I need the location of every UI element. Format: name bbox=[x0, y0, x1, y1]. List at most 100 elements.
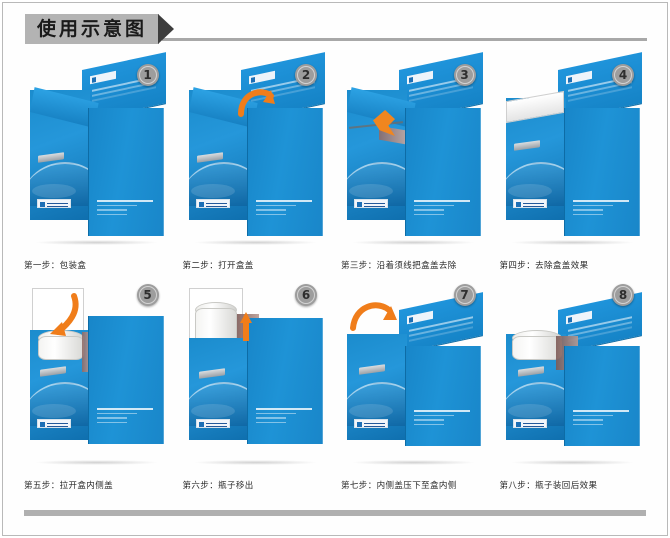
wave-highlight bbox=[190, 184, 235, 198]
wave-highlight bbox=[32, 184, 76, 198]
step-3-illustration: 3 bbox=[335, 52, 494, 246]
brand-logo-icon bbox=[407, 310, 433, 325]
step-6-illustration: 6 bbox=[177, 274, 336, 466]
box-closed bbox=[26, 52, 176, 245]
step-5-caption: 第五步：拉开盒内侧盖 bbox=[24, 481, 114, 491]
text-line bbox=[572, 213, 603, 215]
step-4: 4 bbox=[494, 52, 653, 272]
brand-logo-icon bbox=[565, 310, 592, 325]
front-text-block bbox=[572, 199, 633, 219]
step-4-badge: 4 bbox=[612, 64, 634, 86]
floor-shadow bbox=[192, 240, 318, 245]
step-3: 3 bbox=[335, 52, 494, 272]
text-line bbox=[97, 213, 127, 215]
brand-logo-icon bbox=[565, 70, 592, 85]
box-front-face bbox=[246, 318, 323, 444]
front-text-block bbox=[97, 407, 157, 427]
step-3-caption: 第三步：沿着须线把盒盖去除 bbox=[341, 261, 457, 271]
wave-graphic bbox=[347, 382, 407, 426]
bottom-rule bbox=[24, 510, 646, 516]
brand-logo-icon bbox=[407, 70, 433, 85]
step-8-caption: 第八步：瓶子装回后效果 bbox=[499, 481, 598, 491]
bottle bbox=[511, 330, 562, 360]
box-pull-inner-flap bbox=[26, 288, 176, 465]
box-front-face bbox=[405, 108, 481, 236]
brand-logo-icon bbox=[248, 70, 275, 85]
page-title: 使用示意图 bbox=[25, 14, 160, 44]
step-1: 1 bbox=[18, 52, 177, 272]
front-text-block bbox=[572, 409, 633, 429]
floor-shadow bbox=[351, 460, 476, 465]
brand-logo-icon bbox=[90, 70, 116, 85]
brand-logo-icon bbox=[354, 419, 388, 428]
text-line bbox=[255, 213, 286, 215]
box-open-lid bbox=[185, 52, 335, 245]
front-text-block bbox=[255, 199, 316, 219]
brand-logo-icon bbox=[512, 419, 547, 428]
brand-logo-icon bbox=[195, 199, 230, 208]
floor-shadow bbox=[34, 460, 159, 465]
step-2-number: 2 bbox=[301, 68, 311, 82]
text-line bbox=[572, 199, 629, 202]
inner-cardboard-edge bbox=[82, 332, 92, 372]
text-line bbox=[255, 209, 286, 211]
wave-graphic bbox=[188, 162, 249, 206]
text-line bbox=[255, 199, 312, 202]
text-line bbox=[97, 412, 137, 414]
wave-highlight bbox=[32, 404, 76, 418]
brand-logo-icon bbox=[37, 199, 71, 208]
wave-highlight bbox=[190, 404, 235, 418]
brand-logo-icon bbox=[195, 419, 230, 428]
step-6-caption: 第六步：瓶子移出 bbox=[182, 481, 254, 491]
text-line bbox=[414, 204, 454, 206]
floor-shadow bbox=[509, 240, 635, 245]
step-2-badge: 2 bbox=[295, 64, 317, 86]
open-lid-arrow-icon bbox=[237, 84, 277, 122]
text-line bbox=[255, 407, 312, 410]
floor-shadow bbox=[192, 460, 318, 465]
text-line bbox=[572, 204, 613, 206]
step-3-number: 3 bbox=[460, 68, 469, 82]
text-line bbox=[255, 204, 296, 206]
text-line bbox=[414, 199, 470, 202]
step-7-illustration: 7 bbox=[335, 274, 494, 466]
text-line bbox=[414, 423, 444, 425]
wave-graphic bbox=[505, 382, 566, 426]
box-front-face bbox=[405, 346, 481, 446]
text-line bbox=[97, 417, 127, 419]
press-flap-arrow-icon bbox=[349, 298, 401, 338]
text-line bbox=[255, 412, 296, 414]
text-line bbox=[414, 419, 444, 421]
text-line bbox=[97, 204, 137, 206]
text-line bbox=[97, 199, 153, 202]
brand-logo-icon bbox=[512, 199, 547, 208]
text-line bbox=[572, 209, 603, 211]
text-line bbox=[572, 423, 603, 425]
text-line bbox=[572, 409, 629, 412]
text-line bbox=[255, 417, 286, 419]
box-front-face bbox=[88, 108, 164, 236]
bottle-body bbox=[38, 336, 84, 360]
text-line bbox=[97, 421, 127, 423]
step-1-number: 1 bbox=[143, 68, 152, 82]
step-2: 2 bbox=[177, 52, 336, 272]
step-4-illustration: 4 bbox=[494, 52, 653, 246]
text-line bbox=[414, 213, 444, 215]
step-6: 6 bbox=[177, 272, 336, 492]
header-rule bbox=[162, 38, 647, 41]
box-front-face bbox=[563, 346, 640, 446]
step-7: 7 bbox=[335, 272, 494, 492]
wave-graphic bbox=[188, 382, 249, 426]
step-6-badge: 6 bbox=[295, 284, 317, 306]
wave-highlight bbox=[507, 184, 552, 198]
step-4-number: 4 bbox=[618, 68, 628, 82]
box-front-face bbox=[246, 108, 323, 236]
box-remove-bottle bbox=[185, 288, 335, 465]
box-front-face bbox=[563, 108, 640, 236]
wave-graphic bbox=[347, 162, 407, 206]
floor-shadow bbox=[34, 240, 159, 245]
header: 使用示意图 bbox=[25, 14, 175, 44]
text-line bbox=[572, 414, 613, 416]
step-5: 5 bbox=[18, 272, 177, 492]
